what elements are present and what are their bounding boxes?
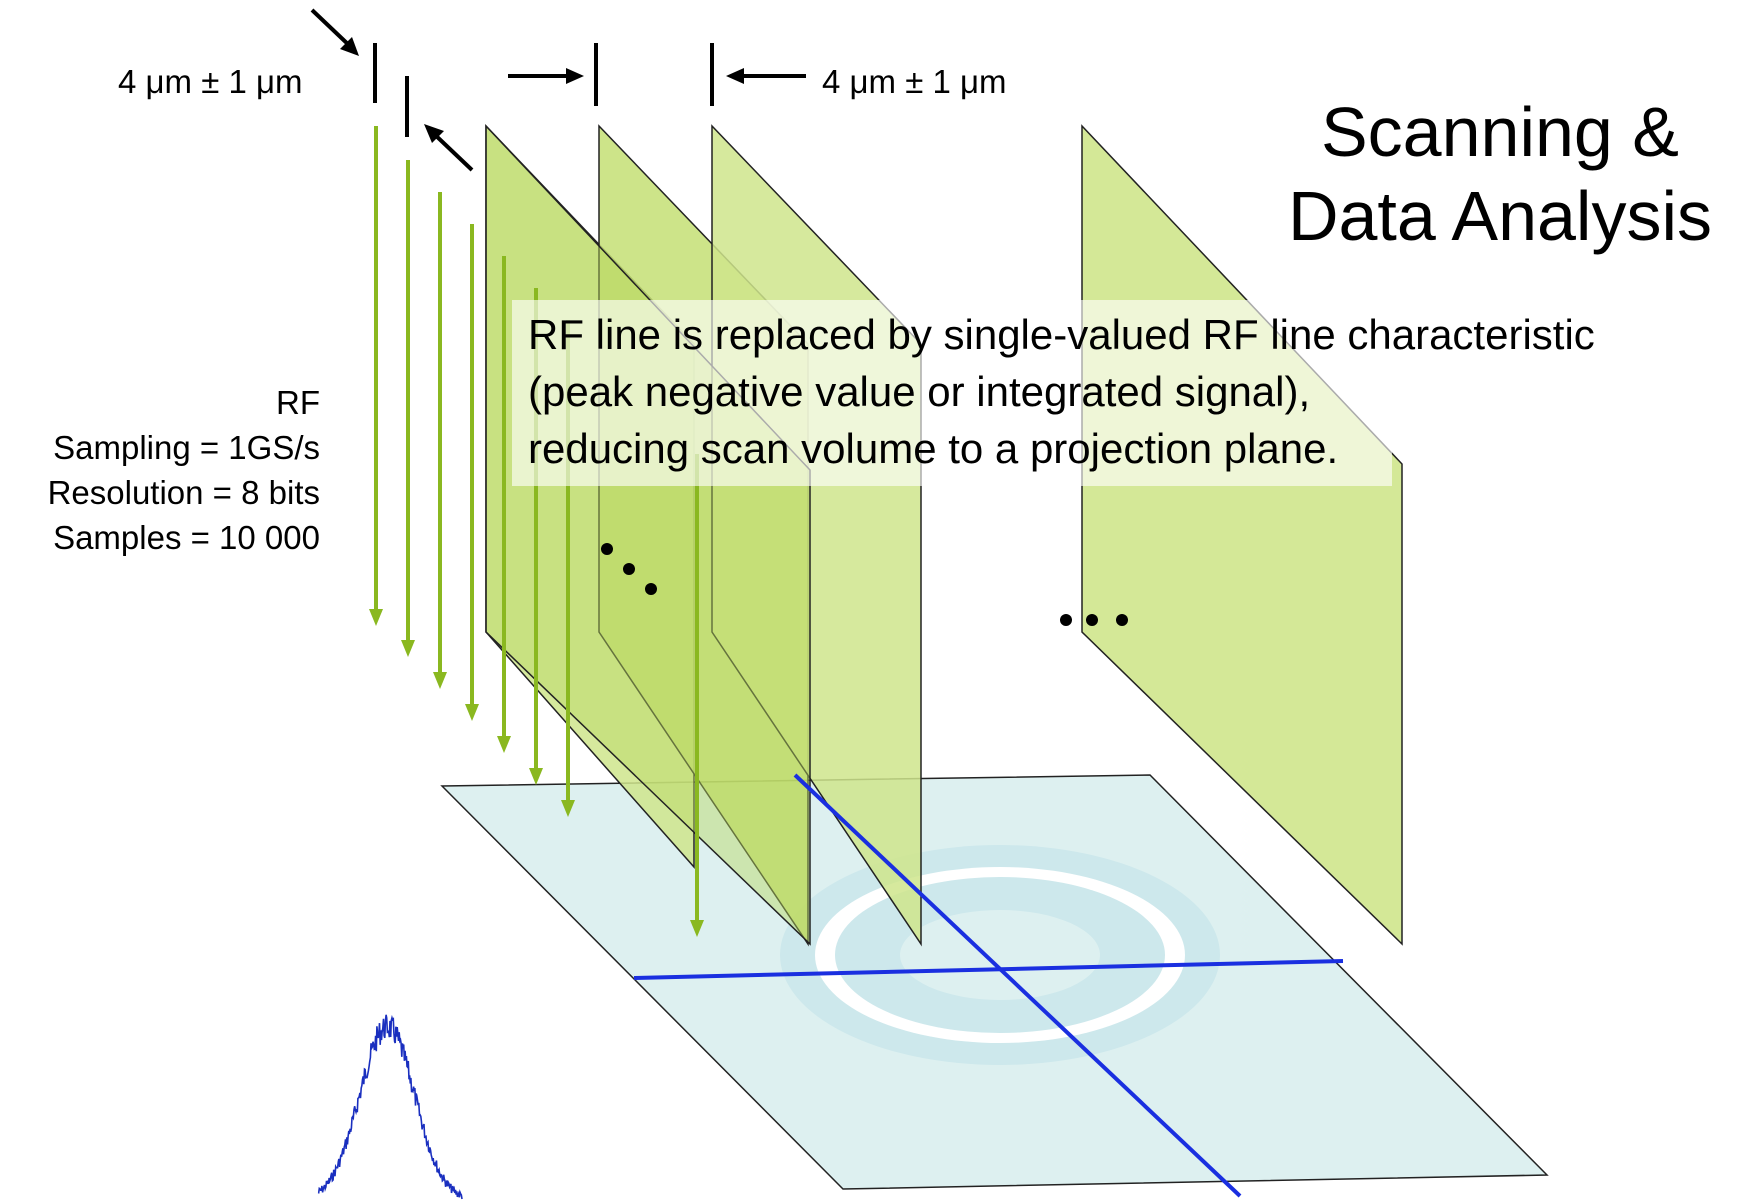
arrow-diagonal-top	[310, 8, 359, 56]
line-spacing-label: 4 μm ± 1 μm	[118, 63, 303, 100]
note-line-1: RF line is replaced by single-valued RF …	[528, 311, 1595, 358]
rf-arrows	[369, 126, 704, 937]
dimension-marks	[310, 8, 806, 172]
diagonal-scan-line	[793, 773, 1242, 1198]
horizontal-scan-line	[633, 959, 1344, 980]
ellipsis-dots-diagonal	[601, 543, 657, 595]
note-line-2: (peak negative value or integrated signa…	[528, 368, 1311, 415]
arrow-diagonal-bottom	[424, 124, 474, 172]
arrow-right-to-plane	[508, 68, 584, 84]
rf-arrow-3	[433, 192, 447, 689]
rf-arrow-1	[369, 126, 383, 626]
rf-arrow-8	[690, 454, 704, 937]
ellipsis-dots-horizontal	[1060, 614, 1128, 626]
rf-spec-heading: RF	[276, 384, 320, 421]
rf-spec-resolution: Resolution = 8 bits	[47, 474, 320, 511]
projection-cross-lines	[633, 773, 1344, 1198]
projection-plane	[440, 774, 1549, 1190]
page-title: Scanning & Data Analysis	[1240, 90, 1754, 258]
rf-spec-sampling: Sampling = 1GS/s	[53, 429, 320, 466]
rf-signal-trace	[317, 1014, 463, 1200]
note-text: RF line is replaced by single-valued RF …	[528, 306, 1595, 477]
rf-arrow-2	[401, 160, 415, 657]
rf-spec-block: RF Sampling = 1GS/s Resolution = 8 bits …	[0, 380, 320, 560]
arrow-left-to-plane	[726, 68, 806, 84]
title-line-1: Scanning &	[1320, 93, 1680, 171]
note-background	[512, 300, 1392, 486]
title-line-2: Data Analysis	[1287, 177, 1713, 255]
plane-spacing-label: 4 μm ± 1 μm	[822, 63, 1007, 100]
note-line-3: reducing scan volume to a projection pla…	[528, 425, 1339, 472]
rf-arrow-4	[465, 224, 479, 721]
rf-arrow-5	[497, 256, 511, 753]
projection-core	[900, 910, 1100, 1000]
rf-spec-samples: Samples = 10 000	[53, 519, 320, 556]
